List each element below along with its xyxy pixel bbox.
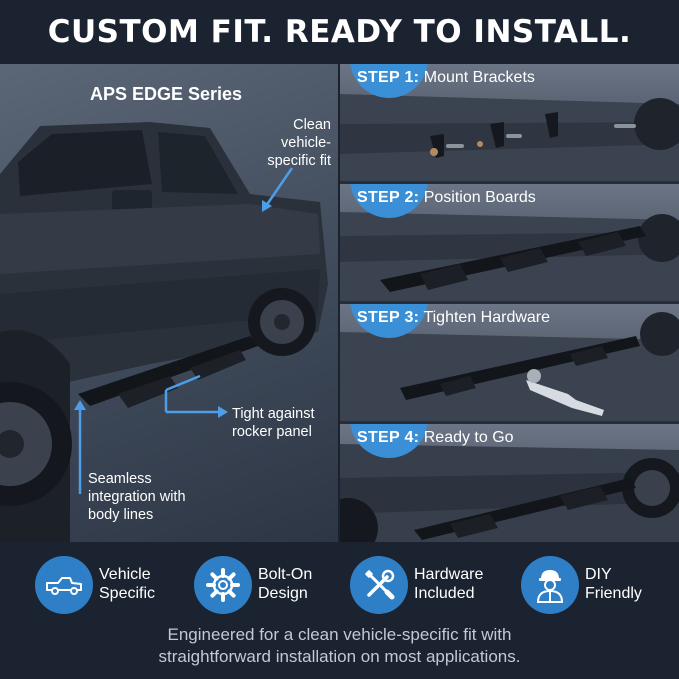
series-title: APS EDGE Series [90,84,243,104]
install-steps: STEP 1: Mount Brackets STEP 2: Position … [340,64,679,542]
feature-line: Specific [99,585,156,602]
tagline-line: Engineered for a clean vehicle-specific … [167,625,512,644]
step-number: STEP 1: [357,69,420,86]
feature-line: Design [258,585,308,602]
feature-label: Hardware Included [414,565,483,603]
step-label: STEP 4: Ready to Go [357,429,514,447]
callout-line: rocker panel [232,424,312,440]
worker-icon [521,556,579,614]
header-banner: CUSTOM FIT. READY TO INSTALL. [0,0,679,64]
wrench-screwdriver-icon [350,556,408,614]
step-label: STEP 2: Position Boards [357,189,536,207]
feature-label: Vehicle Specific [99,565,155,603]
callout-line: Seamless [88,471,152,487]
truck-illustration [0,122,328,542]
step-number: STEP 3: [357,309,420,326]
callout-line: vehicle- [281,135,331,151]
step-title: Mount Brackets [423,69,535,86]
step-ready-to-go: STEP 4: Ready to Go [340,424,679,542]
step-title: Position Boards [423,189,536,206]
feature-line: Friendly [585,585,642,602]
tagline-line: straightforward installation on most app… [158,647,521,666]
callout-body-lines: Seamless integration with body lines [88,470,186,524]
callout-line: integration with [88,489,186,505]
pickup-truck-icon [35,556,93,614]
callout-line: Tight against [232,406,315,422]
feature-label: Bolt-On Design [258,565,312,603]
step-title: Tighten Hardware [423,309,551,326]
feature-label: DIY Friendly [585,565,642,603]
callout-line: body lines [88,507,154,523]
callout-line: Clean [293,117,331,133]
gear-icon [194,556,252,614]
mount-brackets-illustration [340,94,679,181]
callout-line: specific fit [267,153,331,169]
callout-clean-fit: Clean vehicle- specific fit [247,116,331,170]
step-number: STEP 4: [357,429,420,446]
feature-line: Bolt-On [258,566,313,583]
feature-line: DIY [585,566,612,583]
hero-panel: APS EDGE Series Clean vehicle- specific … [0,64,338,542]
step-position-boards: STEP 2: Position Boards [340,184,679,301]
feature-line: Hardware [414,566,484,583]
feature-line: Vehicle [99,566,151,583]
step-label: STEP 3: Tighten Hardware [357,309,550,327]
features-bar: Vehicle Specific Bolt-On Design [0,542,679,679]
feature-line: Included [414,585,475,602]
tighten-hardware-illustration [340,312,679,421]
page-title: CUSTOM FIT. READY TO INSTALL. [47,14,632,50]
position-boards-illustration [340,212,679,301]
ready-to-go-illustration [340,444,679,542]
tagline: Engineered for a clean vehicle-specific … [0,624,679,668]
step-number: STEP 2: [357,189,420,206]
step-title: Ready to Go [423,429,514,446]
step-tighten-hardware: STEP 3: Tighten Hardware [340,304,679,421]
step-mount-brackets: STEP 1: Mount Brackets [340,64,679,181]
step-label: STEP 1: Mount Brackets [357,69,535,87]
callout-rocker-panel: Tight against rocker panel [232,405,314,441]
